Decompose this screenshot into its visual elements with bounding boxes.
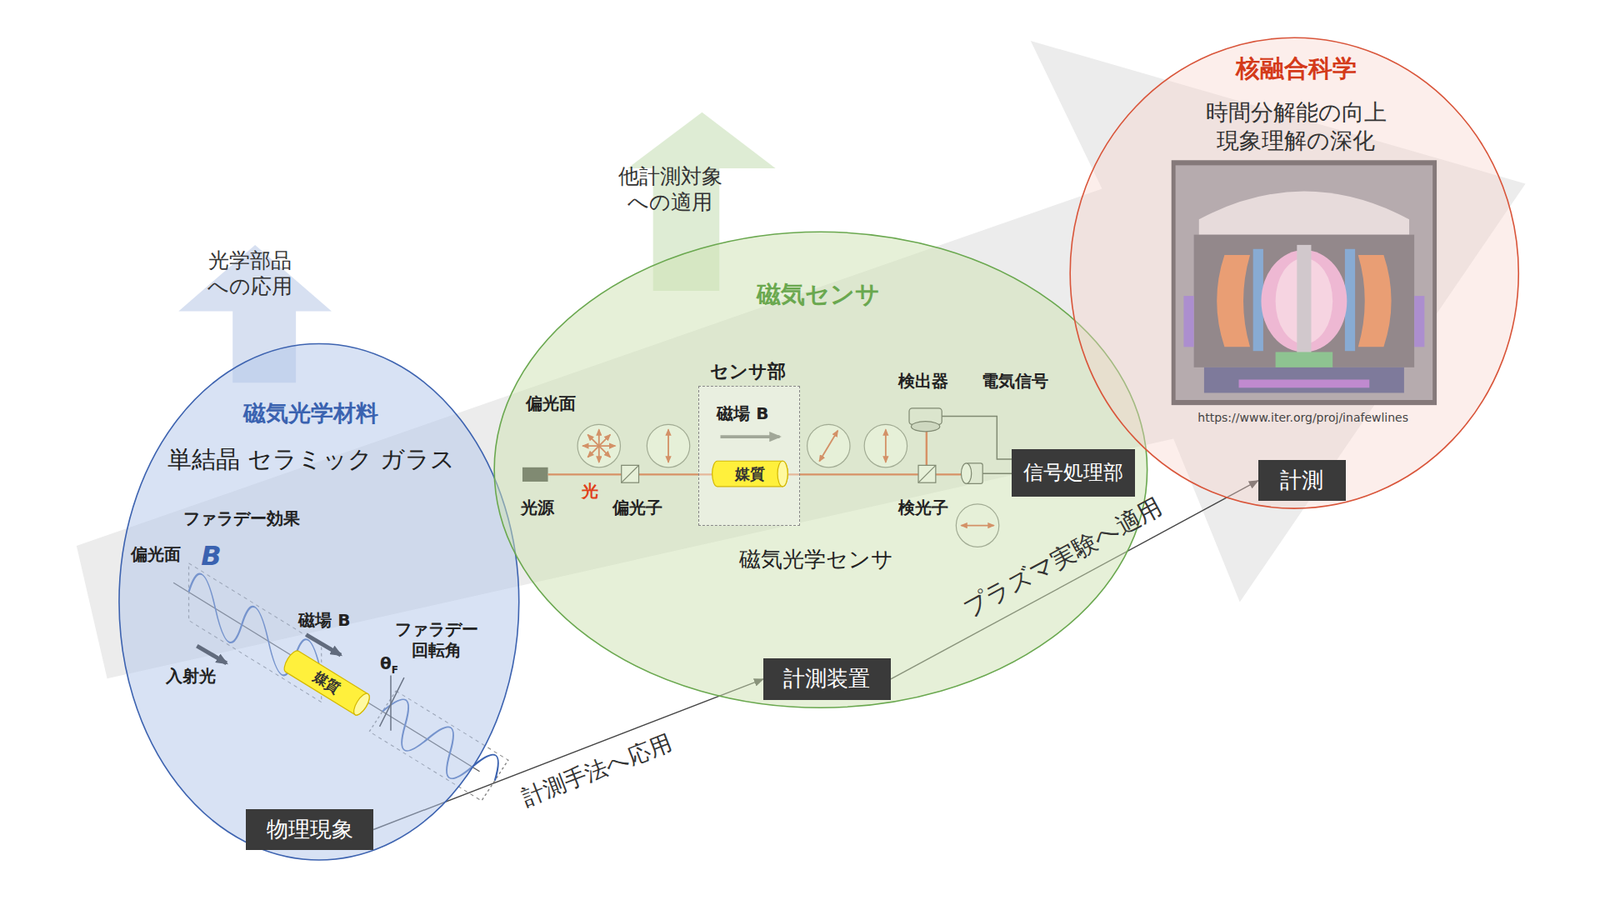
part-label: 光源 [520,496,555,518]
part-label: 光 [581,480,599,501]
symbol-label: θ [380,652,392,674]
process-box: 信号処理部 [1011,449,1135,498]
part-label: 検出器 [898,370,949,391]
branch-label: 他計測対象 への適用 [614,162,727,215]
part-label: 検光子 [898,496,949,518]
goal-text: 時間分解能の向上 現象理解の深化 [1201,98,1391,155]
sensor-ellipse: 磁気センサ磁気光学センサセンサ部媒質信号処理部計測装置 [491,230,1150,710]
sensor-name: 磁気光学センサ [739,545,894,574]
sensor-unit-heading: センサ部 [710,360,786,384]
subscript-label: F [391,664,399,677]
heading: 核融合科学 [1235,53,1357,84]
box-label: 物理現象 [266,816,354,843]
part-label: 偏光面 [525,392,576,414]
part-label: 偏光面 [130,543,181,565]
part-label: 磁場 B [298,610,350,631]
symbol-label: B [200,539,221,573]
sensor-unit-box: センサ部媒質 [698,357,800,526]
part-label: ファラデー 回転角 [391,619,482,661]
effect-name: ファラデー効果 [183,508,300,530]
heading: 磁気光学材料 [243,399,379,428]
fusion-circle: 核融合科学時間分解能の向上 現象理解の深化計測 [1068,35,1520,510]
box-label: 計測 [1280,467,1324,494]
heading: 磁気センサ [756,279,880,310]
material-list: 単結晶 セラミック ガラス [167,444,455,475]
material-ellipse: 磁気光学材料単結晶 セラミック ガラス媒質物理現象 [117,341,521,862]
part-label: 入射光 [165,665,216,686]
part-label: 偏光子 [612,496,663,518]
box-label: 計測装置 [783,665,870,692]
source-url: https://www.iter.org/proj/inafewlines [1197,410,1409,426]
medium-label: 媒質 [735,465,765,485]
stage-box: 物理現象 [245,809,374,850]
signal-label: 電気信号 [981,370,1049,391]
medium-cylinder: 媒質 [709,450,791,497]
box-label: 信号処理部 [1023,460,1124,485]
medium-cylinder: 媒質 [275,653,378,713]
part-label: 磁場 B [716,402,769,424]
edge-label: 計測手法へ応用 [518,728,676,812]
stage-box: 計測 [1258,460,1346,501]
branch-label: 光学部品 への応用 [204,247,296,300]
stage-box: 計測装置 [763,658,891,700]
